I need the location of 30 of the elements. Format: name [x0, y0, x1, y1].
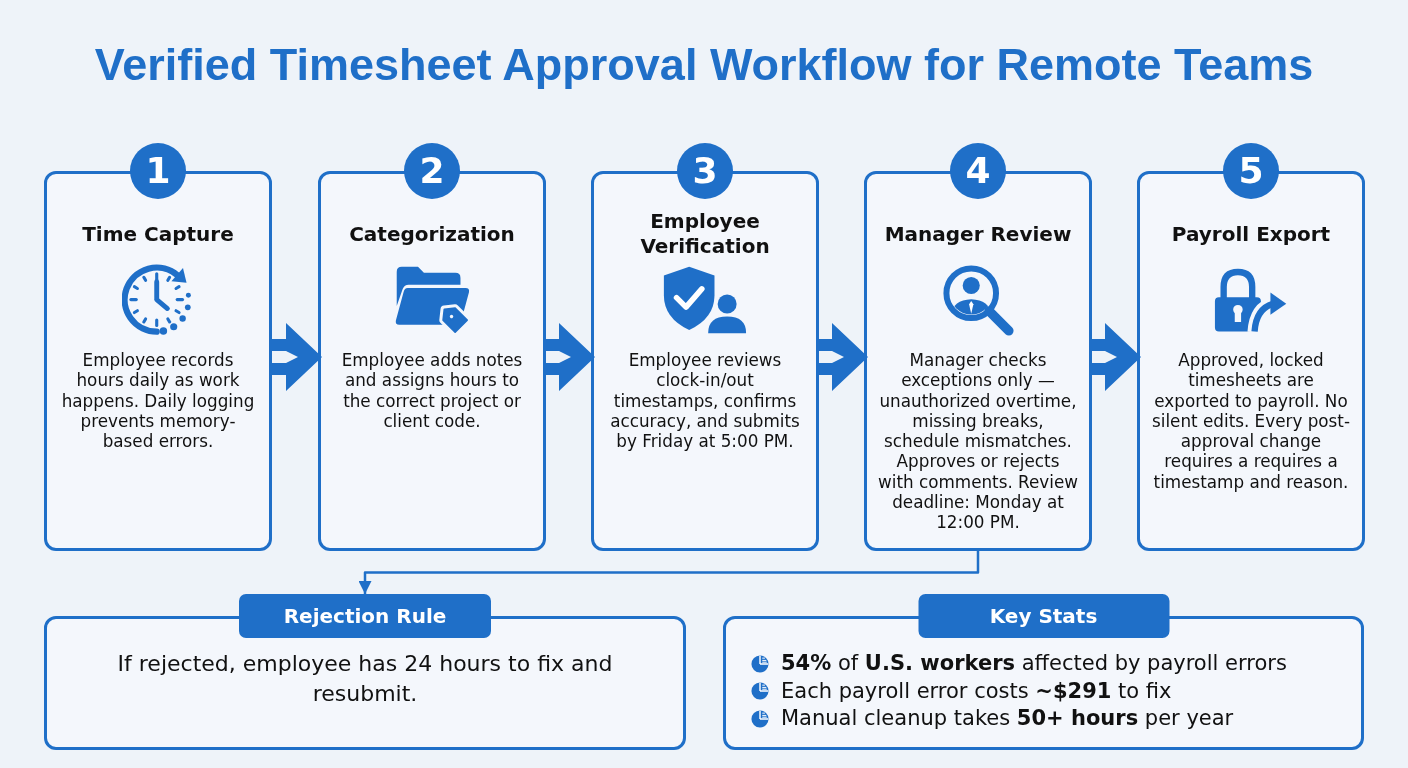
step-title: Manager Review — [883, 221, 1073, 247]
step-title: Time Capture — [81, 221, 235, 247]
step-description: Employee adds notes and assigns hours to the correct project or client code. — [340, 350, 524, 432]
step-card — [1137, 143, 1365, 551]
step-number: 5 — [1223, 143, 1279, 199]
panel-heading: Key Stats — [918, 594, 1169, 638]
stat-text: Each payroll error costs ~$291 to fix — [781, 677, 1172, 705]
arrow — [358, 551, 980, 594]
step-title: Payroll Export — [1170, 221, 1332, 247]
panel-heading: Rejection Rule — [239, 594, 491, 638]
step-number: 2 — [404, 143, 460, 199]
step-description: Manager checks exceptions only — unauthorized overtime, missing breaks, schedule mismatches. Approves or rejects with comments. Review deadline: Monday at 12:00 PM. — [877, 350, 1079, 533]
stat-text: 54% of U.S. workers affected by payroll errors — [781, 650, 1287, 677]
step-description: Approved, locked timesheets are exported to payroll. No silent edits. Every post-approval change requires a requires a timestamp and reason. — [1151, 350, 1351, 493]
rule-text: If rejected, employee has 24 hours to fix and resubmit. — [116, 650, 614, 708]
step-number: 4 — [950, 143, 1006, 199]
info-panel — [44, 594, 686, 750]
step-description: Employee reviews clock-in/out timestamps, confirms accuracy, and submits by Friday at 5:00 PM. — [609, 350, 801, 452]
step-title: Categorization — [348, 221, 516, 247]
step-number: 1 — [130, 143, 186, 199]
step-title: Employee Verification — [639, 209, 771, 259]
diagram-title: Verified Timesheet Approval Workflow for Remote Teams — [94, 38, 1314, 92]
step-card — [591, 143, 819, 551]
step-number: 3 — [677, 143, 733, 199]
info-panel — [723, 594, 1364, 750]
step-card — [864, 143, 1092, 551]
stat-text: Manual cleanup takes 50+ hours per year — [781, 705, 1234, 732]
step-card — [44, 143, 272, 551]
step-description: Employee records hours daily as work happens. Daily logging prevents memory-based errors. — [60, 350, 256, 452]
step-card — [318, 143, 546, 551]
